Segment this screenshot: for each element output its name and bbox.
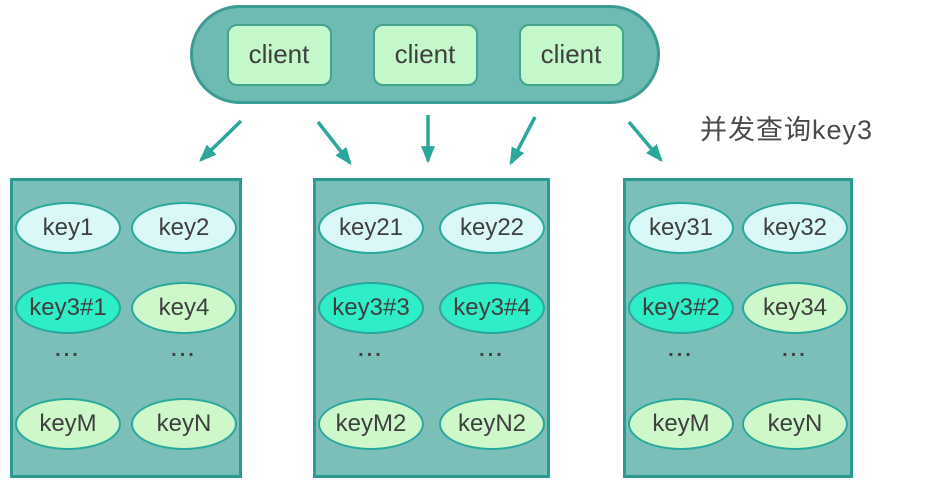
key-ellipse: keyN [131, 398, 237, 450]
key-ellipse: key4 [131, 282, 237, 334]
key-ellipse: key3#1 [15, 282, 121, 334]
ellipsis-text: ... [479, 339, 505, 361]
shard-2-row-ellipsis: ... ... [318, 337, 545, 389]
key-ellipse: key34 [742, 282, 848, 334]
key-ellipse: key3#3 [318, 282, 424, 334]
key-ellipse: key3#2 [628, 282, 734, 334]
shard-node-3: key31 key32 key3#2 key34 ... ... keyM ke… [623, 178, 853, 478]
shard-3-row-4: keyM keyN [628, 398, 848, 450]
shard-3-row-2: key3#2 key34 [628, 282, 848, 334]
query-arrow-1 [199, 119, 243, 162]
annotation-concurrent-query: 并发查询key3 [700, 115, 874, 145]
key-ellipse: keyN [742, 398, 848, 450]
query-arrow-5 [627, 120, 663, 163]
ellipsis-text: ... [668, 339, 694, 361]
shard-2-row-2: key3#3 key3#4 [318, 282, 545, 334]
client-node-1: client [226, 23, 332, 86]
key-ellipse: key32 [742, 202, 848, 254]
shard-2-row-4: keyM2 keyN2 [318, 398, 545, 450]
shard-1-row-1: key1 key2 [15, 202, 237, 254]
ellipsis-text: ... [55, 339, 81, 361]
query-arrow-2 [316, 120, 352, 166]
key-ellipse: key31 [628, 202, 734, 254]
key-ellipse: key22 [439, 202, 545, 254]
client-group: client client client [190, 5, 660, 104]
key-ellipse: key21 [318, 202, 424, 254]
key-ellipse: keyM [15, 398, 121, 450]
ellipsis-text: ... [358, 339, 384, 361]
shard-node-1: key1 key2 key3#1 key4 ... ... keyM keyN [10, 178, 242, 478]
key-ellipse: key2 [131, 202, 237, 254]
shard-1-row-4: keyM keyN [15, 398, 237, 450]
client-node-3: client [518, 23, 624, 86]
ellipsis-text: ... [782, 339, 808, 361]
client-node-2: client [372, 23, 478, 86]
key-ellipse: keyM2 [318, 398, 424, 450]
query-arrow-4 [509, 116, 537, 166]
shard-3-row-ellipsis: ... ... [628, 337, 848, 389]
shard-1-row-ellipsis: ... ... [15, 337, 237, 389]
shard-2-row-1: key21 key22 [318, 202, 545, 254]
key-ellipse: keyM [628, 398, 734, 450]
shard-3-row-1: key31 key32 [628, 202, 848, 254]
ellipsis-text: ... [171, 339, 197, 361]
shard-node-2: key21 key22 key3#3 key3#4 ... ... keyM2 … [313, 178, 550, 478]
shard-1-row-2: key3#1 key4 [15, 282, 237, 334]
key-ellipse: keyN2 [439, 398, 545, 450]
key-ellipse: key3#4 [439, 282, 545, 334]
key-ellipse: key1 [15, 202, 121, 254]
